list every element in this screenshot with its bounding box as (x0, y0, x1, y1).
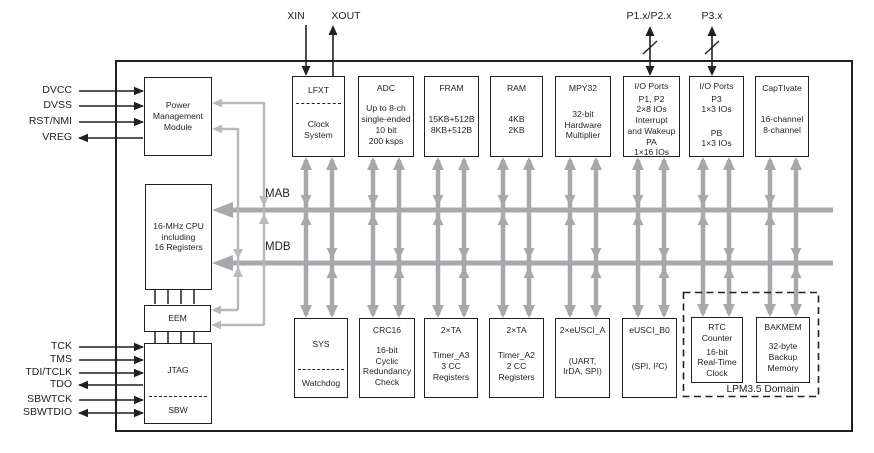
block-rtc-counter: RTC Counter 16-bit Real-Time Clock (691, 317, 743, 383)
block-body: 32-byte Backup Memory (767, 341, 799, 373)
block-cpu: 16-MHz CPU including 16 Registers (145, 184, 212, 290)
pin-label-dvcc: DVCC (42, 84, 72, 96)
block-lfxt-clock: LFXT Clock System (292, 76, 345, 157)
sys-label: SYS (312, 338, 330, 349)
block-timer-a3: 2×TA Timer_A3 3 CC Registers (424, 318, 478, 398)
pin-label-dvss: DVSS (43, 99, 72, 111)
watchdog-label: Watchdog (301, 378, 341, 389)
block-body: Up to 8-ch single-ended 10 bit 200 ksps (361, 103, 411, 146)
block-body-2: PB 1×3 IOs (701, 127, 732, 149)
block-body: (SPI, I²C) (631, 361, 668, 371)
pin-label-tdi-tclk: TDI/TCLK (25, 366, 72, 378)
block-body: (UART, IrDA, SPI) (563, 355, 602, 377)
pin-label-xin: XIN (287, 10, 305, 22)
block-title: I/O Ports (634, 81, 669, 91)
block-fram: FRAM 15KB+512B 8KB+512B (424, 76, 479, 157)
pin-label-rst-nmi: RST/NMI (28, 115, 72, 127)
block-eem: EEM (144, 305, 211, 332)
clock-system-label: Clock System (304, 119, 333, 140)
lpm35-domain-label: LPM3.5 Domain (713, 384, 813, 395)
block-eusci-a: 2×eUSCI_A (UART, IrDA, SPI) (555, 318, 610, 398)
block-body: 15KB+512B 8KB+512B (428, 114, 475, 135)
lfxt-divider (296, 103, 341, 104)
block-io-ports-p3: I/O Ports P3 1×3 IOs PB 1×3 IOs (689, 76, 744, 157)
jtag-sbw-divider (148, 396, 208, 397)
block-body: P1, P2 2×8 IOs Interrupt and Wakeup PA 1… (627, 93, 676, 158)
block-title: 16-MHz CPU including 16 Registers (153, 220, 204, 253)
pin-label-p3x: P3.x (701, 10, 723, 22)
block-title: BAKMEM (764, 322, 802, 332)
jtag-label: JTAG (167, 364, 189, 375)
block-io-ports-p1-p2: I/O Ports P1, P2 2×8 IOs Interrupt and W… (623, 76, 680, 157)
block-body: P3 1×3 IOs (701, 93, 732, 115)
block-title: EEM (168, 313, 187, 324)
pin-label-xout: XOUT (331, 10, 361, 22)
sys-divider (298, 369, 344, 370)
block-timer-a2: 2×TA Timer_A2 2 CC Registers (489, 318, 544, 398)
mab-bus-label: MAB (265, 188, 290, 200)
device-outline (115, 60, 853, 432)
block-eusci-b0: eUSCI_B0 (SPI, I²C) (622, 318, 677, 398)
block-title: 2×TA (440, 325, 462, 335)
block-captivate: CapTIvate 16-channel 8-channel (755, 76, 809, 157)
pin-label-tdo: TDO (49, 378, 72, 390)
block-title: CRC16 (372, 325, 402, 335)
block-title: 2×TA (506, 325, 527, 335)
sbw-label: SBW (168, 404, 188, 415)
pin-label-sbwtdio: SBWTDIO (23, 406, 72, 418)
block-body: Timer_A3 3 CC Registers (432, 350, 470, 382)
block-sys-watchdog: SYS Watchdog (294, 318, 348, 398)
pin-label-sbwtck: SBWTCK (27, 393, 72, 405)
block-mpy32: MPY32 32-bit Hardware Multiplier (555, 76, 611, 157)
lfxt-label: LFXT (307, 84, 329, 95)
block-title: RTC Counter (701, 322, 733, 343)
pin-label-tms: TMS (49, 353, 72, 365)
pin-label-vreg: VREG (42, 131, 72, 143)
block-title: CapTIvate (762, 83, 802, 93)
block-body: 32-bit Hardware Multiplier (564, 108, 602, 141)
block-body: 16-bit Real-Time Clock (697, 346, 737, 379)
block-title: Power Management Module (152, 100, 204, 132)
block-body: Timer_A2 2 CC Registers (498, 350, 535, 382)
pin-label-p1x-p2x: P1.x/P2.x (626, 10, 672, 22)
block-title: FRAM (439, 83, 464, 93)
block-adc: ADC Up to 8-ch single-ended 10 bit 200 k… (358, 76, 414, 157)
block-body: 4KB 2KB (508, 114, 525, 135)
block-jtag-sbw: JTAG SBW (144, 343, 212, 424)
block-title: ADC (376, 83, 396, 93)
block-body: 16-channel 8-channel (760, 114, 804, 135)
block-body: 16-bit Cyclic Redundancy Check (362, 344, 412, 388)
pin-label-tck: TCK (51, 340, 72, 352)
block-title: eUSCI_B0 (629, 325, 670, 335)
block-crc16: CRC16 16-bit Cyclic Redundancy Check (359, 318, 415, 398)
block-title: MPY32 (568, 83, 598, 93)
block-title: RAM (506, 83, 527, 93)
block-power-management: Power Management Module (144, 77, 212, 156)
mdb-bus-label: MDB (265, 241, 291, 253)
block-bakmem: BAKMEM 32-byte Backup Memory (756, 317, 810, 383)
block-title: 2×eUSCI_A (559, 325, 606, 335)
block-title: I/O Ports (699, 81, 734, 91)
block-ram: RAM 4KB 2KB (490, 76, 543, 157)
